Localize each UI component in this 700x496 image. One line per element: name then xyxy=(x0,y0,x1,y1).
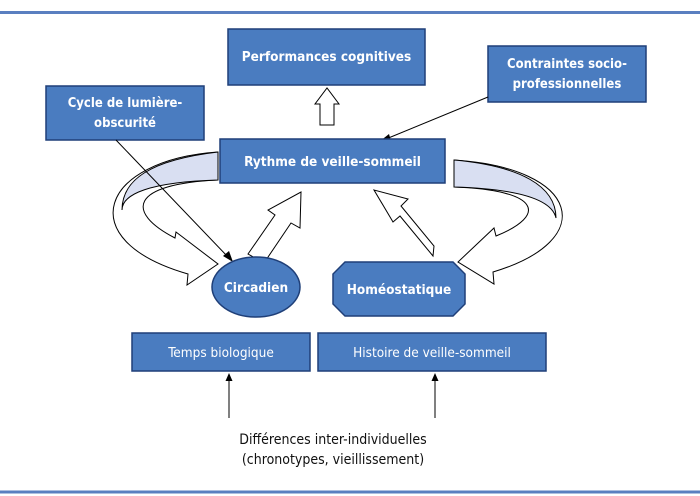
differences-line1: Différences inter-individuelles xyxy=(239,432,426,448)
arrowhead-temps xyxy=(225,373,233,381)
temps-box xyxy=(131,332,311,372)
arrow-cycle-to-circadien xyxy=(115,139,229,258)
arrowhead-histoire xyxy=(431,373,439,381)
homeostatique-label: Homéostatique xyxy=(347,282,452,298)
histoire-box xyxy=(317,332,547,372)
cycle-label-line1: Cycle de lumière- xyxy=(68,96,183,111)
circadien-node xyxy=(211,256,301,318)
rythme-label: Rythme de veille-sommeil xyxy=(244,154,421,170)
contraintes-label-line2: professionnelles xyxy=(513,77,622,92)
up-arrow-to-performances xyxy=(314,87,340,126)
temps-label: Temps biologique xyxy=(167,345,274,361)
contraintes-label-line1: Contraintes socio- xyxy=(507,57,627,72)
left-curved-arrow-band xyxy=(121,151,219,211)
cycle-box xyxy=(45,85,205,141)
right-curved-arrow-band xyxy=(453,159,557,219)
performances-box xyxy=(227,28,426,86)
differences-line2: (chronotypes, vieillissement) xyxy=(242,452,424,468)
cycle-label-line2: obscurité xyxy=(94,116,156,131)
performances-label: Performances cognitives xyxy=(242,49,412,65)
arrowhead-cycle xyxy=(223,251,233,262)
homeostatique-node xyxy=(332,261,466,317)
arrow-circadien-to-rythme xyxy=(247,191,302,264)
contraintes-box xyxy=(487,45,647,103)
rythme-box xyxy=(219,138,446,184)
arrow-contraintes-to-rythme xyxy=(385,96,489,140)
histoire-label: Histoire de veille-sommeil xyxy=(353,345,511,361)
circadien-label: Circadien xyxy=(224,280,288,296)
arrow-homeostatique-to-rythme xyxy=(372,189,435,258)
